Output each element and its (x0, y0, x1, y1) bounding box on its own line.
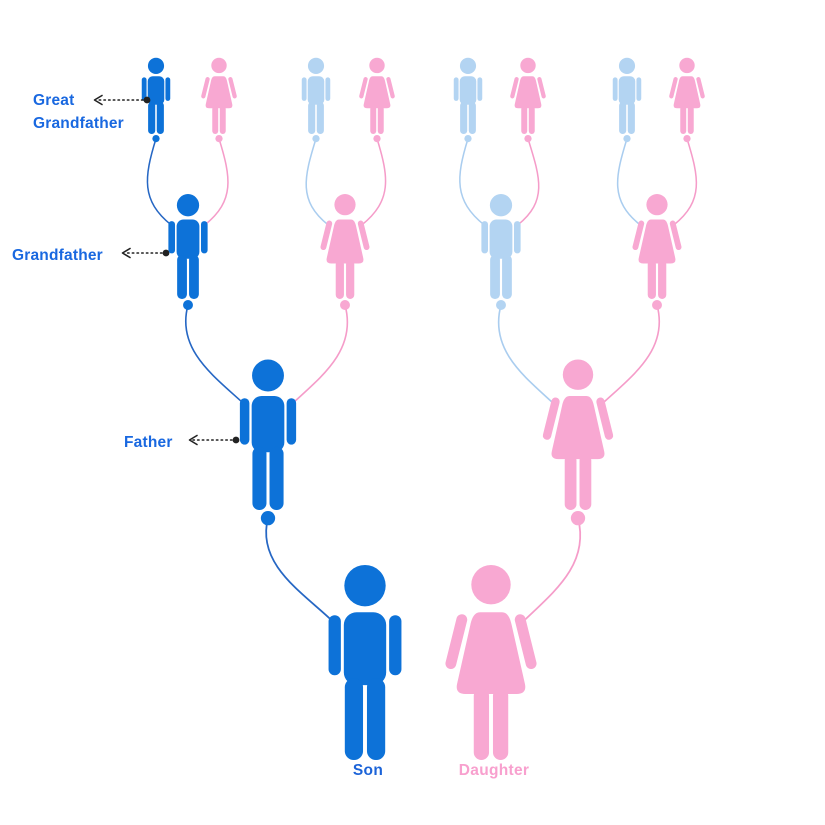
great-grandmother-2-node-dot (373, 135, 381, 143)
father-label: Father (124, 434, 173, 451)
callout-arrowhead-icon (188, 434, 198, 446)
maternal-grandfather-figure-icon (481, 194, 521, 299)
grandfather-label: Grandfather (12, 247, 103, 264)
connector-grandfather-to-father (185, 304, 245, 405)
lineage-node-dots (152, 135, 691, 526)
great-grandfather-4-node-dot (623, 135, 631, 143)
callout-arrow-grandfather (121, 247, 170, 259)
callout-anchor-dot (232, 436, 240, 444)
connector-mother-to-daughter (521, 517, 582, 623)
grandmother-node-dot (340, 300, 350, 310)
callout-arrow-great-grandfather (93, 94, 151, 106)
grandmother-figure-icon (319, 194, 371, 299)
great-grandmother-2-figure-icon (358, 57, 396, 134)
callout-anchor-dot (143, 96, 151, 104)
maternal-grandmother-figure-icon (631, 194, 683, 299)
connector-great-grandmother-4-to-maternal-grandmother (673, 137, 698, 226)
maternal-grandmother-node-dot (652, 300, 662, 310)
great-grandmother-3-node-dot (524, 135, 532, 143)
great-grandmother-4-figure-icon (668, 57, 706, 134)
great-grandfather-paternal-figure-icon (141, 57, 171, 134)
connector-great-grandmother-2-to-grandmother (361, 137, 387, 226)
great-grandmother-paternal-node-dot (215, 135, 223, 143)
mother-node-dot (570, 510, 586, 526)
great-grandfather-2-figure-icon (301, 57, 331, 134)
son-caption: Son (352, 762, 384, 779)
great-grandfather-3-node-dot (464, 135, 472, 143)
father-node-dot (260, 510, 276, 526)
great-grandmother-3-figure-icon (509, 57, 547, 134)
great-grandmother-paternal-figure-icon (200, 57, 238, 134)
callout-anchor-dot (162, 249, 170, 257)
great-grandfather-paternal-node-dot (152, 135, 160, 143)
connector-great-grandmother-paternal-to-grandfather (204, 137, 229, 226)
great-grandfather-label-line1: Great (33, 92, 75, 109)
maternal-grandfather-node-dot (496, 300, 506, 310)
grandfather-node-dot (183, 300, 193, 310)
great-grandfather-4-figure-icon (612, 57, 642, 134)
connector-father-to-son (265, 517, 335, 623)
daughter-figure-icon (444, 564, 538, 760)
connector-great-grandmother-3-to-maternal-grandfather (517, 137, 540, 226)
great-grandfather-2-node-dot (312, 135, 320, 143)
son-figure-icon (328, 564, 402, 760)
connector-great-grandfather-2-to-grandmother (305, 137, 329, 226)
great-grandfather-label: Great Grandfather (33, 89, 124, 135)
connector-grandmother-to-father (291, 304, 349, 405)
great-grandfather-label-line2: Grandfather (33, 115, 124, 132)
callout-arrowhead-icon (121, 247, 131, 259)
connector-maternal-grandmother-to-mother (601, 304, 661, 405)
callout-arrow-father (188, 434, 240, 446)
lineage-connectors (146, 137, 698, 623)
connector-great-grandfather-4-to-maternal-grandmother (616, 137, 641, 226)
connector-great-grandfather-3-to-maternal-grandfather (459, 137, 485, 226)
connector-great-grandfather-paternal-to-grandfather (146, 137, 172, 226)
daughter-caption: Daughter (458, 762, 530, 779)
great-grandfather-3-figure-icon (453, 57, 483, 134)
callout-arrowhead-icon (93, 94, 103, 106)
father-figure-icon (239, 359, 297, 510)
great-grandmother-4-node-dot (683, 135, 691, 143)
mother-figure-icon (541, 359, 615, 510)
connector-maternal-grandfather-to-mother (497, 304, 555, 405)
grandfather-figure-icon (168, 194, 208, 299)
